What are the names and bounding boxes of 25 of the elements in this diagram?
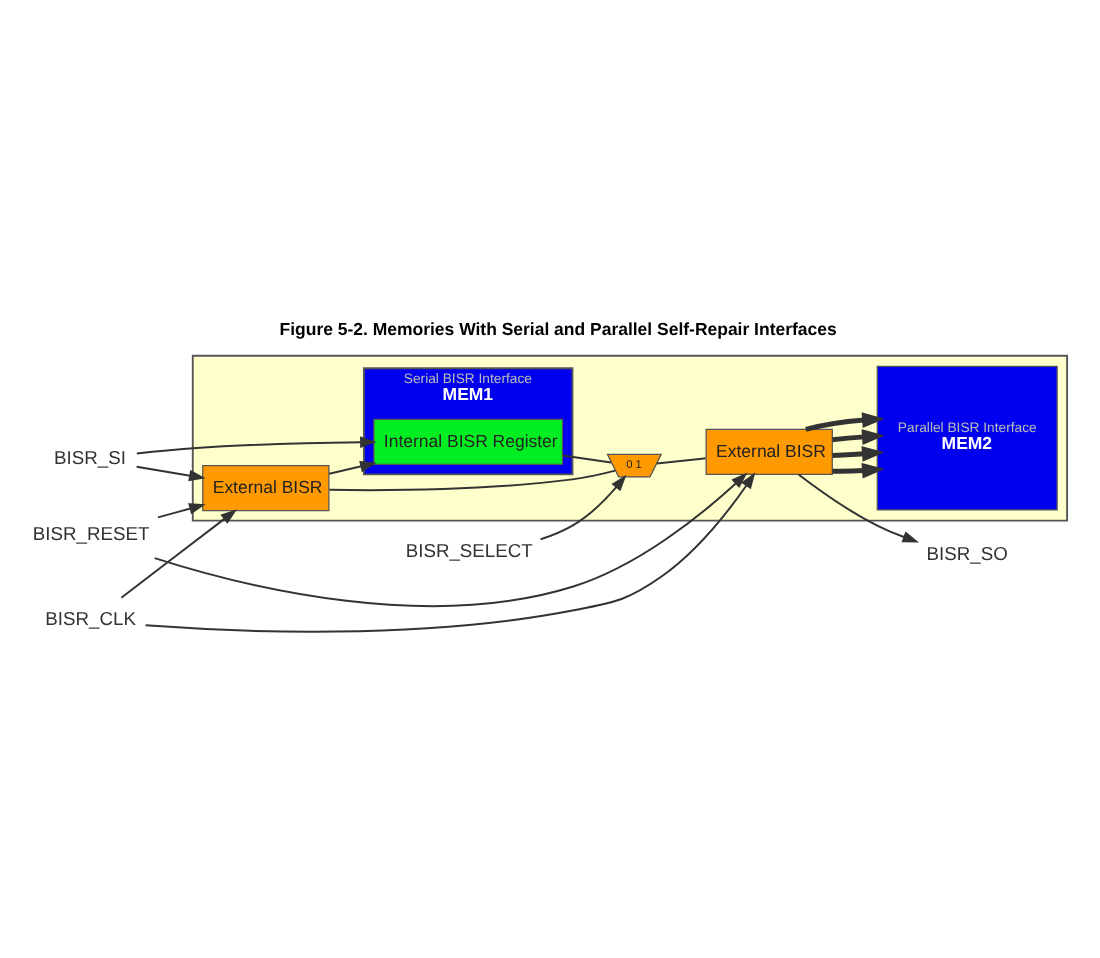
node-box: Internal BISR Register <box>373 417 564 464</box>
arrow <box>832 445 885 461</box>
arrow <box>805 411 885 431</box>
diagram-title: Figure 5-2. Memories With Serial and Parallel Self-Repair Interfaces <box>279 317 837 338</box>
arrow <box>328 459 377 474</box>
node-box: External BISR <box>202 464 330 511</box>
arrow <box>797 472 919 542</box>
arrow <box>832 428 885 444</box>
arrow <box>157 502 206 518</box>
arrow <box>135 435 377 454</box>
arrow <box>832 461 885 478</box>
node-text: BISR_SO <box>926 542 1008 563</box>
arrow <box>144 471 756 632</box>
node-box: External BISR <box>705 427 833 474</box>
connector <box>561 453 613 463</box>
node-text: BISR_SELECT <box>405 540 533 561</box>
arrow <box>135 464 206 481</box>
connector <box>655 456 707 464</box>
connector <box>328 468 617 491</box>
node-text: BISR_RESET <box>32 522 150 543</box>
arrow <box>120 508 238 598</box>
node-text: BISR_SI <box>54 446 126 467</box>
arrow <box>153 471 748 606</box>
node-text: BISR_CLK <box>45 607 136 628</box>
arrow <box>539 473 627 540</box>
